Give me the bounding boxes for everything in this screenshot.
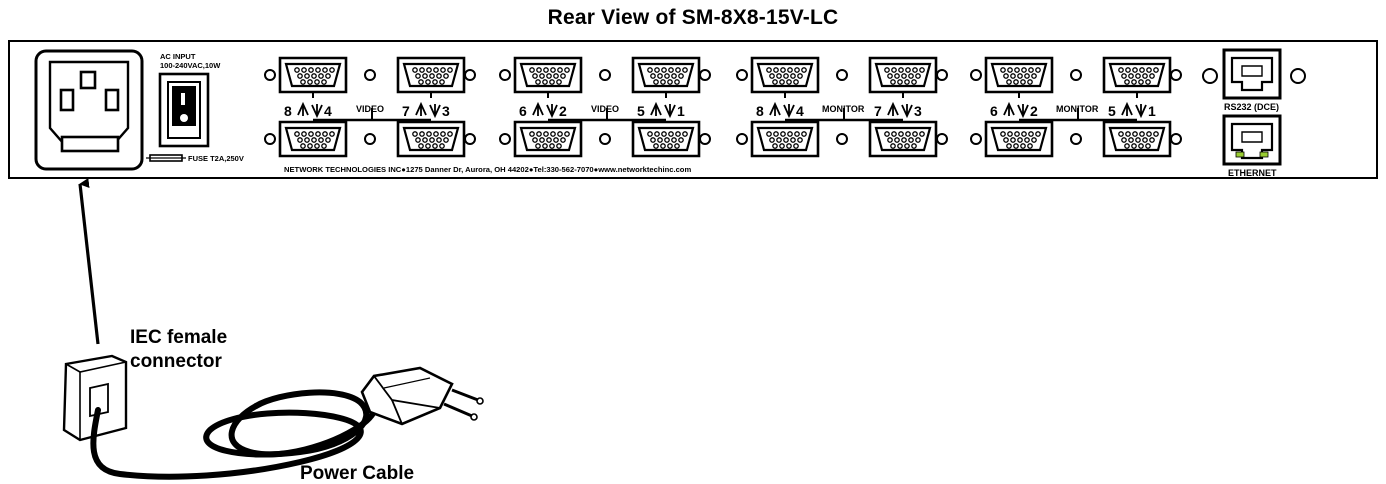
db15-connector-icon[interactable] bbox=[750, 120, 820, 158]
port-number: 8 bbox=[284, 103, 292, 119]
iec-connector-label: IEC female bbox=[130, 327, 227, 348]
port-number: 7 bbox=[402, 103, 410, 119]
ethernet-label: ETHERNET bbox=[1228, 168, 1277, 178]
group-label: MONITOR bbox=[1056, 104, 1099, 114]
group-label: MONITOR bbox=[822, 104, 865, 114]
db15-connector-icon[interactable] bbox=[631, 56, 701, 94]
db15-connector-icon[interactable] bbox=[868, 56, 938, 94]
port-number: 2 bbox=[559, 103, 567, 119]
fuse-label: FUSE T2A,250V bbox=[188, 154, 244, 163]
db15-connector-icon[interactable] bbox=[631, 120, 701, 158]
port-group-monitor-2: 6 2 MONITOR 5 1 bbox=[970, 56, 1182, 158]
rj45-jack-icon[interactable] bbox=[1222, 114, 1282, 166]
power-switch-icon[interactable] bbox=[158, 72, 210, 148]
rs232-label: RS232 (DCE) bbox=[1224, 102, 1279, 112]
db15-connector-icon[interactable] bbox=[278, 120, 348, 158]
port-number: 3 bbox=[914, 103, 922, 119]
db15-connector-icon[interactable] bbox=[1102, 120, 1172, 158]
db15-connector-icon[interactable] bbox=[750, 56, 820, 94]
port-group-video-1: 8 4 VIDEO 7 3 bbox=[264, 56, 476, 158]
db15-connector-icon[interactable] bbox=[984, 120, 1054, 158]
port-number: 7 bbox=[874, 103, 882, 119]
arrow-icon bbox=[78, 178, 100, 345]
group-label: VIDEO bbox=[356, 104, 384, 114]
port-number: 3 bbox=[442, 103, 450, 119]
port-number: 1 bbox=[1148, 103, 1156, 119]
port-number: 1 bbox=[677, 103, 685, 119]
port-number: 8 bbox=[756, 103, 764, 119]
db15-connector-icon[interactable] bbox=[396, 120, 466, 158]
iec-connector-label: connector bbox=[130, 351, 222, 372]
db15-connector-icon[interactable] bbox=[513, 120, 583, 158]
port-number: 4 bbox=[324, 103, 332, 119]
port-number: 2 bbox=[1030, 103, 1038, 119]
port-number: 6 bbox=[519, 103, 527, 119]
db15-connector-icon[interactable] bbox=[868, 120, 938, 158]
group-label: VIDEO bbox=[591, 104, 619, 114]
port-group-video-2: 6 2 VIDEO 5 1 bbox=[499, 56, 711, 158]
port-number: 6 bbox=[990, 103, 998, 119]
fuse-icon bbox=[146, 154, 186, 162]
db15-connector-icon[interactable] bbox=[278, 56, 348, 94]
ac-input-rating: 100-240VAC,10W bbox=[160, 61, 221, 70]
iec-inlet-icon bbox=[34, 49, 144, 171]
port-number: 5 bbox=[1108, 103, 1116, 119]
diagram-title: Rear View of SM-8X8-15V-LC bbox=[547, 6, 839, 29]
ac-input-label: AC INPUT bbox=[160, 52, 196, 61]
db15-connector-icon[interactable] bbox=[984, 56, 1054, 94]
port-number: 5 bbox=[637, 103, 645, 119]
db15-connector-icon[interactable] bbox=[513, 56, 583, 94]
db15-connector-icon[interactable] bbox=[1102, 56, 1172, 94]
rj45-jack-icon[interactable] bbox=[1202, 48, 1306, 100]
company-info: NETWORK TECHNOLOGIES INC●1275 Danner Dr,… bbox=[284, 165, 691, 174]
power-cable-icon bbox=[62, 354, 484, 480]
port-number: 4 bbox=[796, 103, 804, 119]
power-cable-label: Power Cable bbox=[300, 463, 414, 484]
db15-connector-icon[interactable] bbox=[396, 56, 466, 94]
port-group-monitor-1: 8 4 MONITOR 7 3 bbox=[736, 56, 948, 158]
